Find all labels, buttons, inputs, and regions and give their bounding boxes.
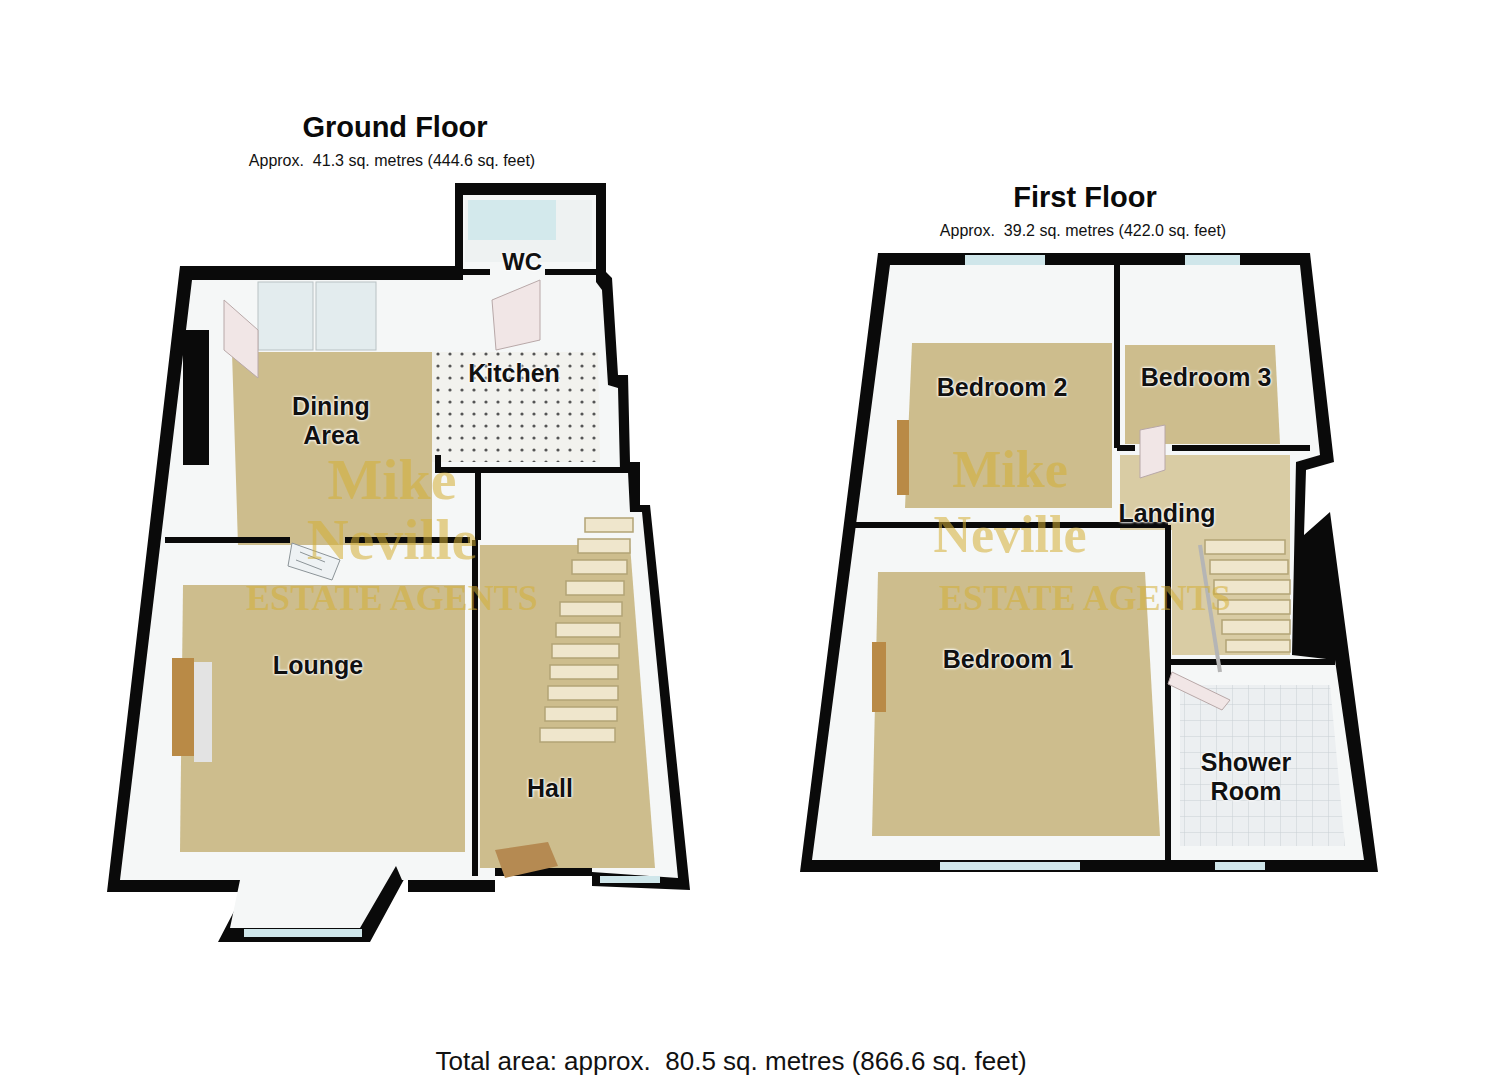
room-label: Bedroom 3 <box>1127 363 1285 392</box>
window <box>244 929 362 937</box>
ground-floor-plan <box>107 183 690 942</box>
wall-faces <box>812 265 1364 860</box>
window <box>1215 862 1265 870</box>
area-note: Approx. 41.3 sq. metres (444.6 sq. feet) <box>182 152 602 170</box>
watermark: ESTATE AGENTS <box>246 580 538 616</box>
room-label: Kitchen <box>439 359 589 388</box>
stairs <box>540 518 633 742</box>
door <box>492 280 540 350</box>
watermark: ESTATE AGENTS <box>939 580 1231 616</box>
watermark: Neville <box>307 511 478 569</box>
door <box>224 300 258 378</box>
outer-wall <box>800 253 1378 872</box>
door <box>1140 425 1165 478</box>
floor-region: First FloorApprox. 39.2 sq. metres (422.… <box>795 180 1385 875</box>
wall-thick <box>183 330 209 465</box>
fireplace <box>172 658 194 756</box>
room-region: Lounge <box>183 585 465 850</box>
room-label: Lounge <box>243 651 393 680</box>
patio-door <box>316 282 376 350</box>
outer-wall <box>107 183 690 942</box>
room-label: Hall <box>505 774 595 803</box>
floor-heading: First Floor <box>925 181 1245 214</box>
window <box>1185 255 1240 265</box>
watermark: Mike <box>952 444 1068 496</box>
area-note: Approx. 39.2 sq. metres (422.0 sq. feet) <box>873 222 1293 240</box>
watermark: Mike <box>328 451 457 509</box>
room-region: Kitchen <box>432 352 600 460</box>
floor <box>905 343 1112 508</box>
window <box>965 255 1045 265</box>
room-label: Bedroom 1 <box>918 645 1098 674</box>
internal-wall <box>165 272 638 876</box>
internal-wall <box>855 263 1335 862</box>
first-floor-plan <box>800 253 1378 872</box>
room-label: Bedroom 2 <box>912 373 1092 402</box>
room-label: Shower Room <box>1179 748 1314 806</box>
floor-heading: Ground Floor <box>225 111 565 144</box>
kitchen-floor <box>432 352 600 462</box>
window <box>468 200 556 240</box>
room-label: WC <box>487 248 557 276</box>
patio-door <box>258 282 313 350</box>
room-label: Dining Area <box>274 392 389 450</box>
front-door <box>495 842 558 878</box>
room-label: Landing <box>1107 499 1227 528</box>
floor <box>180 585 465 852</box>
room-region: WC <box>460 190 596 275</box>
hearth <box>194 662 212 762</box>
window <box>940 862 1080 870</box>
room-region: Landing <box>1118 455 1293 655</box>
wall-faces <box>120 195 678 928</box>
room-region: Shower Room <box>1180 685 1340 845</box>
fireplace <box>872 642 886 712</box>
watermark: Neville <box>933 509 1086 561</box>
total-area-caption: Total area: approx. 80.5 sq. metres (866… <box>331 1047 1131 1077</box>
landing-floor <box>1120 455 1290 655</box>
room-region: Bedroom 3 <box>1123 345 1283 445</box>
door <box>1168 672 1230 710</box>
window <box>600 876 660 883</box>
fireplace <box>897 420 909 495</box>
